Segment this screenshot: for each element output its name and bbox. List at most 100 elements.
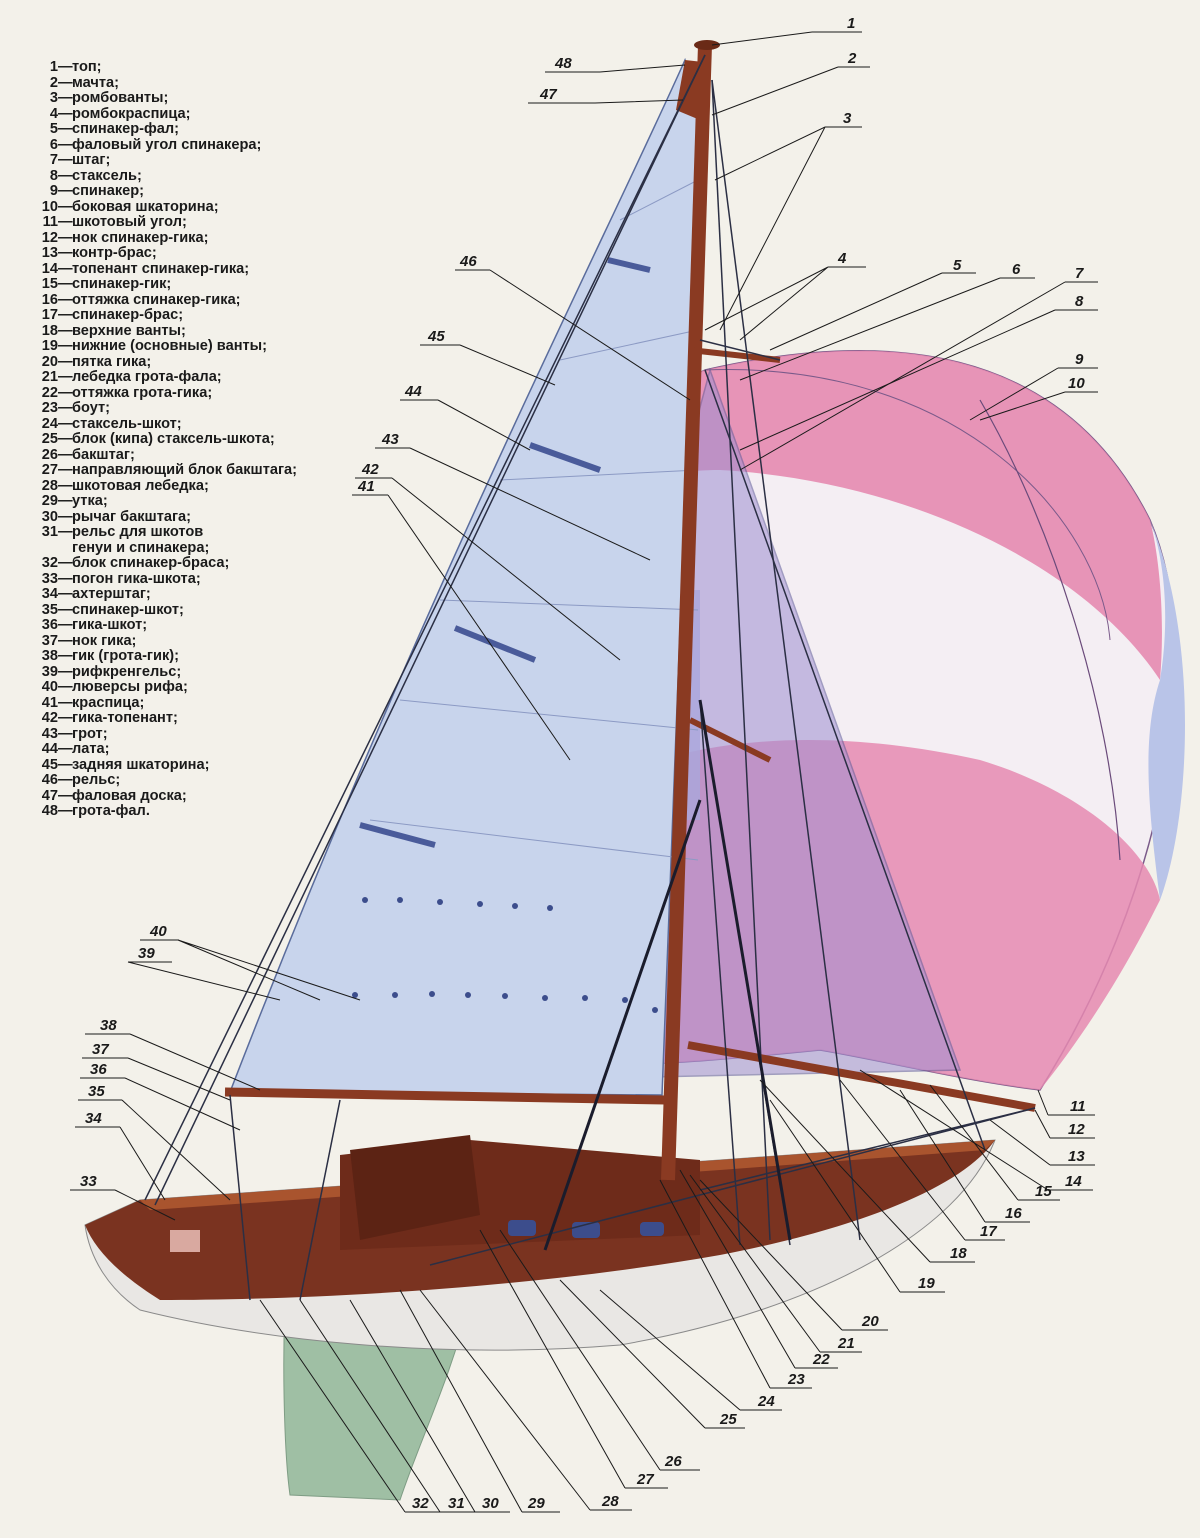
legend-item: 37—нок гика; bbox=[28, 632, 358, 650]
legend-item: 7—штаг; bbox=[28, 152, 358, 169]
legend-item: 32—блок спинакер-браса; bbox=[28, 555, 358, 572]
legend-number: 18 bbox=[41, 322, 58, 339]
callout-47: 47 bbox=[539, 86, 557, 103]
legend-dash: — bbox=[58, 555, 73, 571]
keel bbox=[283, 1299, 471, 1501]
callout-28: 28 bbox=[601, 1493, 619, 1510]
legend-number: 32 bbox=[41, 555, 58, 571]
legend-text: шкотовый угол; bbox=[72, 214, 187, 230]
legend-dash: — bbox=[58, 772, 73, 788]
legend-item: 8—стаксель; bbox=[28, 167, 358, 185]
legend-text: ромбокраспица; bbox=[72, 105, 191, 122]
legend-text: грота-фал. bbox=[72, 803, 150, 819]
legend-dash: — bbox=[58, 338, 73, 354]
legend-item: 14—топенант спинакер-гика; bbox=[28, 261, 358, 278]
legend-item: 30—рычаг бакштага; bbox=[28, 509, 358, 526]
legend-item: 26—бакштаг; bbox=[28, 446, 358, 464]
legend-item: 43—грот; bbox=[28, 726, 358, 743]
legend-text: гик (грота-гик); bbox=[72, 648, 180, 664]
legend-text: ромбованты; bbox=[72, 90, 169, 106]
legend-dash: — bbox=[58, 632, 73, 649]
legend-number: 17 bbox=[41, 307, 58, 323]
legend-number: 47 bbox=[41, 787, 58, 804]
callout-41: 41 bbox=[357, 478, 375, 495]
callout-13: 13 bbox=[1068, 1148, 1085, 1165]
legend-number: 19 bbox=[41, 338, 58, 354]
legend-text: утка; bbox=[72, 493, 108, 509]
legend-text: лебедка грота-фала; bbox=[72, 369, 222, 385]
legend-text: фаловый угол спинакера; bbox=[72, 136, 262, 153]
legend-text: рельс; bbox=[72, 772, 121, 788]
legend-dash: — bbox=[58, 229, 73, 246]
callout-24: 24 bbox=[757, 1393, 775, 1410]
legend-dash: — bbox=[58, 524, 73, 540]
legend-text: бакштаг; bbox=[72, 446, 135, 463]
callout-33: 33 bbox=[80, 1173, 97, 1190]
legend-dash: — bbox=[58, 90, 73, 106]
legend-text: спинакер-шкот; bbox=[72, 601, 184, 618]
legend-item: 44—лата; bbox=[28, 741, 358, 758]
legend-number: 48 bbox=[41, 803, 58, 819]
callout-4: 4 bbox=[837, 250, 847, 267]
legend-number: 8 bbox=[49, 167, 58, 184]
legend-item: 47—фаловая доска; bbox=[28, 787, 358, 805]
legend-item: 25—блок (кипа) стаксель-шкота; bbox=[28, 431, 358, 448]
legend-text: гика-топенант; bbox=[72, 710, 178, 726]
callout-35: 35 bbox=[88, 1083, 105, 1100]
callout-32: 32 bbox=[412, 1495, 429, 1512]
legend-number: 35 bbox=[41, 601, 58, 618]
legend-dash: — bbox=[58, 152, 73, 168]
legend-number: 41 bbox=[41, 694, 58, 711]
callout-45: 45 bbox=[427, 328, 445, 345]
legend-dash: — bbox=[58, 446, 73, 463]
leader-lines bbox=[70, 31, 1098, 1513]
callout-14: 14 bbox=[1065, 1173, 1082, 1190]
legend-number: 25 bbox=[41, 431, 58, 447]
legend-number: 20 bbox=[41, 353, 58, 370]
legend-dash: — bbox=[58, 462, 73, 478]
legend-number: 45 bbox=[41, 756, 58, 773]
legend-text: мачта; bbox=[72, 74, 119, 91]
legend-dash: — bbox=[58, 214, 73, 230]
callout-31: 31 bbox=[448, 1495, 465, 1512]
legend-dash: — bbox=[58, 493, 73, 509]
legend-text: оттяжка спинакер-гика; bbox=[72, 291, 241, 308]
legend-text: шкотовая лебедка; bbox=[72, 477, 209, 494]
legend-number: 15 bbox=[41, 276, 58, 292]
callout-26: 26 bbox=[664, 1453, 682, 1470]
legend-number: 38 bbox=[41, 648, 58, 664]
legend-number: 9 bbox=[49, 183, 58, 199]
legend-dash: — bbox=[58, 803, 73, 819]
legend-text: гика-шкот; bbox=[72, 617, 148, 633]
legend-text: нижние (основные) ванты; bbox=[72, 338, 267, 354]
legend-number: 6 bbox=[49, 136, 58, 153]
legend-item: 42—гика-топенант; bbox=[28, 710, 358, 727]
legend-number: 37 bbox=[41, 632, 58, 649]
legend-text: направляющий блок бакштага; bbox=[72, 462, 298, 478]
callout-10: 10 bbox=[1068, 375, 1085, 392]
legend-number: 42 bbox=[41, 710, 58, 726]
legend-text: боут; bbox=[72, 400, 111, 416]
legend-text: нок гика; bbox=[72, 632, 137, 649]
callout-3: 3 bbox=[843, 110, 852, 127]
legend-number: 12 bbox=[41, 229, 58, 246]
legend-item: 40—люверсы рифа; bbox=[28, 679, 358, 696]
callout-25: 25 bbox=[719, 1411, 737, 1428]
legend-number: 22 bbox=[41, 384, 58, 401]
legend-item: 13—контр-брас; bbox=[28, 245, 358, 262]
legend-item: 15—спинакер-гик; bbox=[28, 276, 358, 293]
legend-number: 3 bbox=[49, 90, 58, 106]
legend-text: спинакер-гик; bbox=[72, 276, 172, 292]
legend-item: 4—ромбокраспица; bbox=[28, 105, 358, 123]
legend-item: 46—рельс; bbox=[28, 772, 358, 789]
callout-23: 23 bbox=[787, 1371, 805, 1388]
legend-dash: — bbox=[58, 431, 73, 447]
legend-number: 40 bbox=[41, 679, 58, 695]
callout-17: 17 bbox=[980, 1223, 997, 1240]
callout-2: 2 bbox=[847, 50, 857, 67]
legend-dash: — bbox=[58, 276, 73, 292]
legend-dash: — bbox=[58, 167, 73, 184]
legend-text: верхние ванты; bbox=[72, 322, 186, 339]
callout-34: 34 bbox=[85, 1110, 102, 1127]
legend-dash: — bbox=[58, 694, 73, 711]
